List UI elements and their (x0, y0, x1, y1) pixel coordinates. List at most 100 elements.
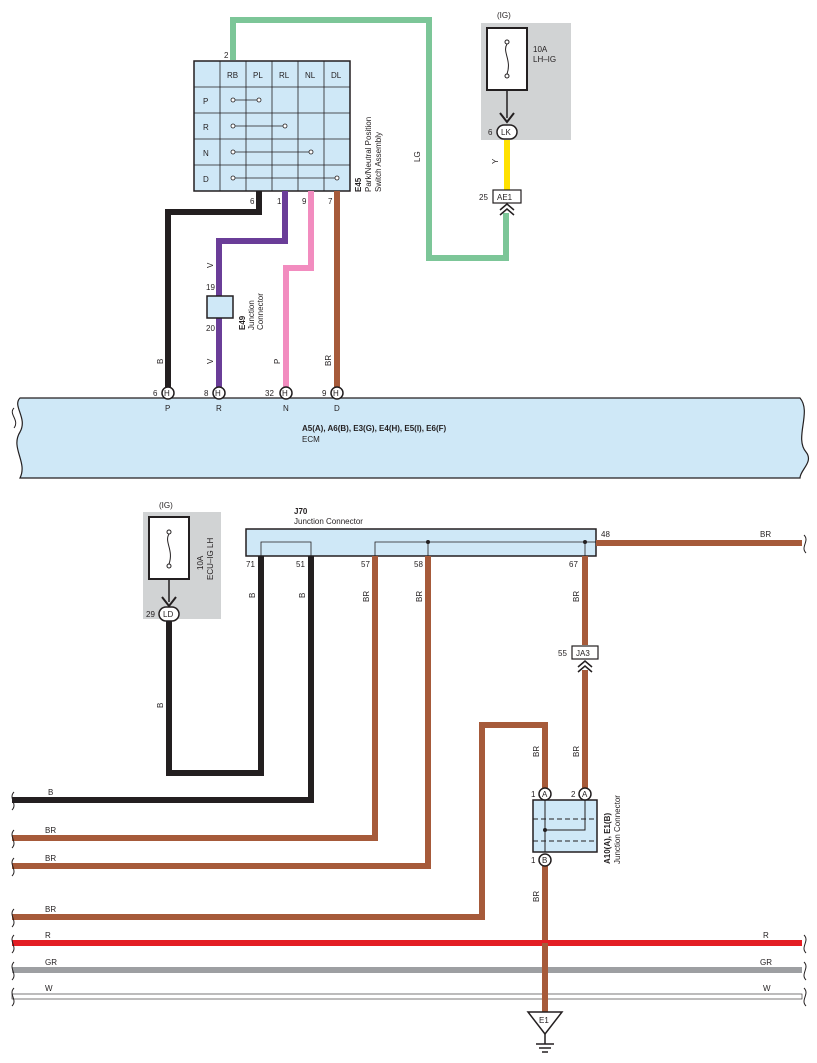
svg-text:H: H (215, 389, 221, 398)
fuse-icon (505, 43, 509, 75)
ecm-title: A5(A), A6(B), E3(G), E4(H), E5(I), E6(F) (302, 424, 446, 433)
arrow-icon (499, 112, 515, 124)
conn-ae1-pin: 25 (479, 193, 488, 202)
wire-label-br9: BR (45, 854, 56, 863)
wire-label-br3: BR (415, 591, 424, 602)
wire-label-b4: B (298, 593, 307, 598)
conn-a10-id: A10(A), E1(B) (603, 813, 612, 864)
conn-e49-box (206, 295, 234, 319)
j70-pin-58: 58 (414, 560, 423, 569)
a10-pin-2a (578, 787, 592, 801)
j70-pin-51: 51 (296, 560, 305, 569)
ecm-name: ECM (302, 435, 320, 444)
j70-pin-67: 67 (569, 560, 578, 569)
svg-text:H: H (164, 389, 170, 398)
svg-text:P: P (165, 404, 170, 413)
fuse-ecu-ig-name: ECU–IG LH (206, 538, 215, 580)
wire-label-b2: B (156, 703, 165, 708)
svg-text:2: 2 (571, 790, 576, 799)
fuse-lh-ig-rating: 10A (533, 45, 548, 54)
ground-icon (536, 1034, 554, 1053)
wire-b-bus (12, 556, 314, 803)
arrow-icon (161, 596, 177, 608)
fuse-ecu-ig-rating: 10A (196, 555, 205, 570)
ecm-pin-p: H 6 P (153, 386, 175, 413)
switch-pin-6: 6 (250, 197, 255, 206)
switch-row-p: P (203, 97, 208, 106)
svg-text:B: B (542, 856, 547, 865)
svg-text:R: R (216, 404, 222, 413)
switch-pin-9: 9 (302, 197, 307, 206)
wire-v-top (216, 191, 288, 296)
ecm-box (16, 397, 810, 479)
svg-text:A: A (542, 790, 548, 799)
conn-a10-name: Junction Connector (613, 795, 622, 864)
switch-row-d: D (203, 175, 209, 184)
svg-text:A: A (582, 790, 588, 799)
switch-col-nl: NL (305, 71, 316, 80)
fuse-icon (167, 533, 171, 565)
wire-label-br2: BR (362, 591, 371, 602)
fuse-lh-ig-label: (IG) (497, 11, 511, 20)
svg-text:6: 6 (153, 389, 158, 398)
switch-col-pl: PL (253, 71, 263, 80)
wire-label-gr2: GR (760, 958, 772, 967)
fuse-lh-ig-pin: 6 (488, 128, 493, 137)
svg-text:N: N (283, 404, 289, 413)
wire-label-lg: LG (413, 151, 422, 162)
j70-pin-57: 57 (361, 560, 370, 569)
wire-label-y: Y (491, 158, 500, 164)
wire-label-br5: BR (532, 746, 541, 757)
j70-pin-71: 71 (246, 560, 255, 569)
wire-lg (230, 17, 509, 261)
wire-label-v2: V (206, 358, 215, 364)
switch-e45-name2: Switch Assembly (374, 132, 383, 192)
conn-ae1-box (492, 189, 522, 204)
wire-label-br10: BR (45, 905, 56, 914)
a10-pin-1b (538, 853, 552, 867)
wire-label-br4: BR (572, 591, 581, 602)
wire-label-br6: BR (572, 746, 581, 757)
svg-text:H: H (282, 389, 288, 398)
conn-a10-box (532, 799, 598, 853)
wire-br-58 (12, 556, 431, 869)
switch-row-n: N (203, 149, 209, 158)
switch-e45-name1: Park/Neutral Position (364, 117, 373, 192)
wire-label-gr1: GR (45, 958, 57, 967)
conn-j70-id: J70 (294, 507, 308, 516)
chevron-icon (577, 660, 593, 673)
conn-j70-name: Junction Connector (294, 517, 363, 526)
wire-br-57 (12, 556, 378, 841)
wire-b-fuse (166, 556, 264, 776)
fuse-lh-ig-conn-label: LK (501, 128, 511, 137)
wire-label-b1: B (156, 359, 165, 364)
chevron-icon (499, 203, 515, 216)
ground-triangle (526, 1011, 564, 1036)
wire-label-r2: R (763, 931, 769, 940)
conn-e49-line1: Junction (247, 300, 256, 330)
switch-pin-7: 7 (328, 197, 333, 206)
ecm-pin-n: H 32 N (265, 386, 293, 413)
switch-col-dl: DL (331, 71, 342, 80)
fuse-lh-ig-name: LH–IG (533, 55, 556, 64)
wire-label-w1: W (45, 984, 53, 993)
fuse-ecu-ig-pin: 29 (146, 610, 155, 619)
ground-name: E1 (539, 1016, 549, 1025)
wire-label-p: P (273, 359, 282, 364)
svg-text:8: 8 (204, 389, 209, 398)
wire-b-top (165, 191, 262, 387)
svg-text:D: D (334, 404, 340, 413)
svg-text:32: 32 (265, 389, 274, 398)
conn-e49-pin-bottom: 20 (206, 324, 215, 333)
ecm-pin-r: H 8 R (204, 386, 226, 413)
wire-label-r1: R (45, 931, 51, 940)
wire-label-b5: B (48, 788, 53, 797)
svg-text:9: 9 (322, 389, 327, 398)
a10-pin-1a (538, 787, 552, 801)
wire-break-marks (11, 407, 807, 1007)
wire-p (283, 191, 314, 387)
conn-ja3-box (571, 645, 599, 660)
svg-text:H: H (333, 389, 339, 398)
conn-ae1-name: AE1 (497, 193, 513, 202)
